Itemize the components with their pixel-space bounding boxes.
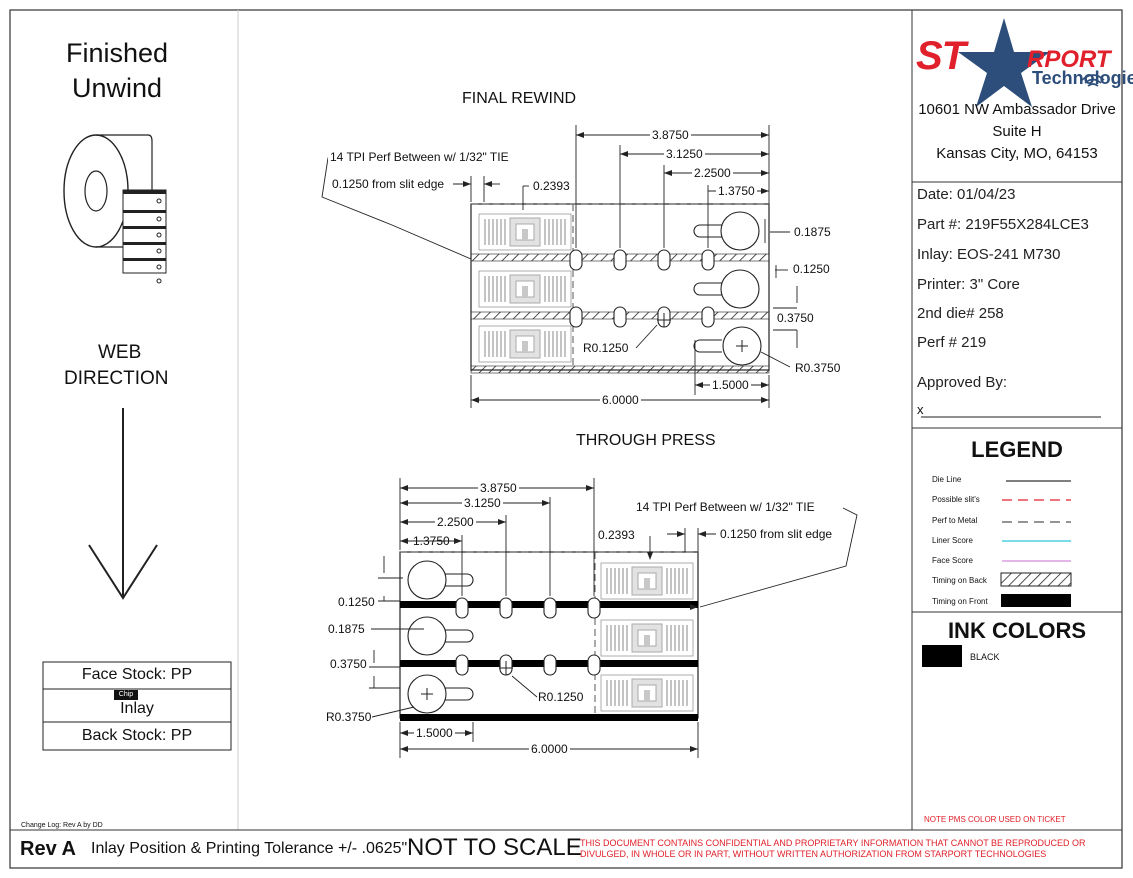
- starport-logo: [958, 18, 1105, 107]
- back-stock-label: Back Stock: PP: [81, 727, 193, 744]
- stock-table: [42, 661, 232, 751]
- pms-note: NOTE PMS COLOR USED ON TICKET: [924, 815, 1066, 824]
- job-second-die: 2nd die# 258: [917, 305, 1004, 322]
- through-press-dim-1-5000: 1.5000: [414, 726, 455, 740]
- job-perf: Perf # 219: [917, 334, 987, 351]
- final-rewind-slit-note: 0.1250 from slit edge: [332, 177, 445, 191]
- job-inlay: Inlay: EOS-241 M730: [917, 246, 1061, 263]
- ink-colors-title: INK COLORS: [947, 618, 1087, 643]
- through-press-dim-3-8750: 3.8750: [478, 481, 519, 495]
- revision-label: Rev A: [20, 838, 76, 860]
- ink-color-black-label: BLACK: [970, 652, 1000, 662]
- chip-badge-bg: [114, 690, 138, 700]
- sheet-border: [9, 9, 1123, 869]
- not-to-scale-label: NOT TO SCALE: [407, 834, 582, 861]
- final-rewind-dim-2-2500: 2.2500: [692, 166, 733, 180]
- job-date: Date: 01/04/23: [917, 186, 1016, 203]
- address-line1: 10601 NW Ambassador Drive: [918, 101, 1116, 118]
- legend-title: LEGEND: [971, 437, 1063, 462]
- final-rewind-dim-3-8750: 3.8750: [650, 128, 691, 142]
- final-rewind-perf-note: 14 TPI Perf Between w/ 1/32" TIE: [328, 150, 511, 164]
- through-press-dim-0-2393: 0.2393: [598, 528, 635, 542]
- approved-by-label: Approved By:: [917, 374, 1008, 391]
- web-direction-arrow: [88, 408, 158, 600]
- through-press-dim-0-1250: 0.1250: [338, 595, 375, 609]
- legend-item-die-line: Die Line: [932, 475, 962, 484]
- finished-unwind-title-line2: Unwind: [72, 73, 163, 103]
- final-rewind-dim-0-2393: 0.2393: [533, 179, 570, 193]
- legend-item-possible-slits: Possible slit's: [932, 495, 980, 504]
- legend-item-timing-on-back: Timing on Back: [932, 576, 987, 585]
- through-press-drawing: [369, 478, 858, 758]
- logo-technologies: Technologies: [1032, 68, 1133, 88]
- change-log: Change Log: Rev A by DD: [21, 822, 103, 829]
- final-rewind-dim-6-0000: 6.0000: [600, 393, 641, 407]
- final-rewind-dim-0-1875: 0.1875: [794, 225, 831, 239]
- finished-unwind-title-line1: Finished: [66, 38, 169, 68]
- face-stock-label: Face Stock: PP: [81, 666, 193, 683]
- through-press-radius-large: R0.3750: [326, 710, 372, 724]
- through-press-dim-0-1875: 0.1875: [328, 622, 365, 636]
- through-press-dim-6-0000: 6.0000: [529, 742, 570, 756]
- legend-item-perf-to-metal: Perf to Metal: [932, 516, 978, 525]
- confidential-line1: THIS DOCUMENT CONTAINS CONFIDENTIAL AND …: [580, 838, 1086, 848]
- legend-swatches: [922, 480, 1072, 667]
- job-printer: Printer: 3" Core: [917, 276, 1020, 293]
- final-rewind-dim-0-1250: 0.1250: [793, 262, 830, 276]
- final-rewind-dim-3-1250: 3.1250: [664, 147, 705, 161]
- roll-illustration: [63, 134, 167, 284]
- final-rewind-dim-1-5000: 1.5000: [710, 378, 751, 392]
- approved-by-x: x: [917, 402, 924, 417]
- through-press-dim-1-3750: 1.3750: [413, 534, 450, 548]
- final-rewind-dim-0-3750: 0.3750: [777, 311, 814, 325]
- address-line3: Kansas City, MO, 64153: [936, 145, 1098, 162]
- through-press-radius-small: R0.1250: [538, 690, 584, 704]
- legend-item-timing-on-front: Timing on Front: [932, 597, 988, 606]
- legend-item-liner-score: Liner Score: [932, 536, 973, 545]
- through-press-perf-note: 14 TPI Perf Between w/ 1/32" TIE: [636, 500, 815, 514]
- through-press-dim-0-3750: 0.3750: [330, 657, 367, 671]
- confidential-line2: DIVULGED, IN WHOLE OR IN PART, WITHOUT W…: [580, 849, 1047, 859]
- web-direction-label-line2: DIRECTION: [64, 368, 169, 389]
- legend-item-face-score: Face Score: [932, 556, 973, 565]
- tolerance-note: Inlay Position & Printing Tolerance +/- …: [91, 840, 408, 857]
- logo-rport: RPORT: [1027, 46, 1111, 73]
- chip-badge: Chip: [118, 691, 134, 698]
- job-part-number: Part #: 219F55X284LCE3: [917, 216, 1089, 233]
- through-press-title: THROUGH PRESS: [576, 432, 716, 449]
- through-press-slit-note: 0.1250 from slit edge: [720, 527, 833, 541]
- through-press-dim-3-1250: 3.1250: [462, 496, 503, 510]
- final-rewind-radius-small: R0.1250: [583, 341, 629, 355]
- inlay-label: Inlay: [120, 700, 154, 717]
- logo-st: ST: [916, 34, 966, 78]
- final-rewind-title: FINAL REWIND: [462, 90, 577, 107]
- final-rewind-dim-1-3750: 1.3750: [716, 184, 757, 198]
- final-rewind-radius-large: R0.3750: [795, 361, 841, 375]
- web-direction-label-line1: WEB: [98, 342, 142, 363]
- address-line2: Suite H: [992, 123, 1042, 140]
- through-press-dim-2-2500: 2.2500: [435, 515, 476, 529]
